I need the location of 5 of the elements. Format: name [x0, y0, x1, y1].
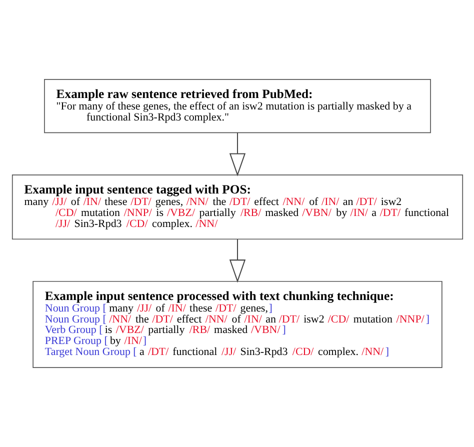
arrow: [228, 132, 246, 176]
node-box: Example input sentence tagged with POS: many /JJ/ of /IN/ these /DT/ genes, /NN/ the /DT/ effect /NN/ of /IN/ an /DT/ isw2 /CD/ mutation /NNP/ is /VBZ/ partially /RB/ masked /VBN/ by /IN/ a /DT/ functional /JJ/ Sin3-Rpd3 /CD/ complex. /NN/: [11, 174, 463, 240]
arrow: [228, 239, 246, 283]
node-box: Example raw sentence retrieved from PubMed: "For many of these genes, the effect of an isw2 mutation is partially masked by a functional Sin3-Rpd3 complex.": [44, 79, 430, 134]
node-box: Example input sentence processed with text chunking technique: Noun Group [many /JJ/ of /IN/ these /DT/ genes,] Noun Group [/NN/ the /DT/ effect /NN/ of /IN/ an /DT/ isw2 /CD/ mutation /NNP/] Verb Group [is /VBZ/ partially /RB/ masked /VBN/] PREP Group [by /IN/] Target Noun Group [a /DT/ functional /JJ/ Sin3-Rpd3 /CD/ complex. /NN/]: [32, 280, 442, 368]
